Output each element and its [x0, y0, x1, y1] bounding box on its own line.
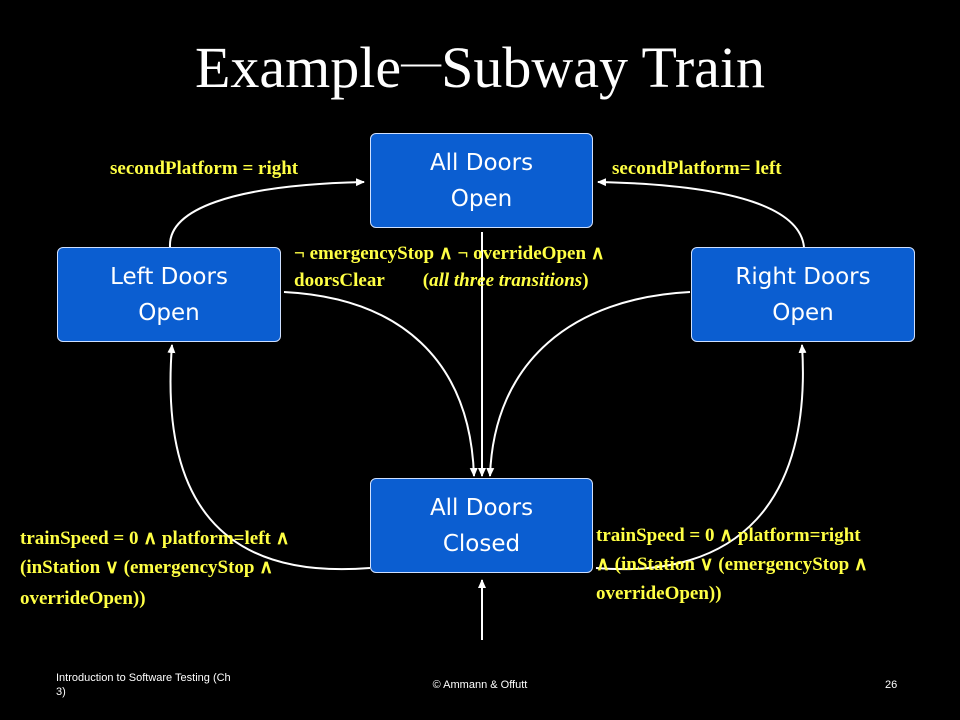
label-second-platform-left: secondPlatform= left [612, 158, 782, 179]
state-label-line1: All Doors [429, 494, 534, 521]
close-guard-paren-close: ) [582, 270, 589, 291]
slide-title: Example—Subway Train [0, 22, 960, 108]
label-close-guard-line1: ¬ emergencyStop ∧ ¬ overrideOpen ∧ [294, 243, 605, 264]
close-guard-doors-clear: doorsClear [294, 270, 385, 291]
label-second-platform-right: secondPlatform = right [110, 158, 299, 179]
footer-page-number: 26 [885, 679, 898, 691]
state-label-line1: Right Doors [735, 263, 871, 290]
arrow-right-to-closed [486, 291, 691, 477]
title-left: Example [194, 35, 402, 100]
footer-course: Introduction to Software Testing (Ch 3) [56, 671, 231, 699]
close-guard-note: all three transitions [429, 270, 583, 291]
arrow-left-to-closed [283, 291, 478, 477]
arrow-closed-to-right [595, 344, 807, 571]
footer-copyright: © Ammann & Offutt [432, 679, 528, 691]
state-label-line2: Open [772, 299, 834, 326]
title-right: Subway Train [441, 35, 766, 100]
state-label-line1: All Doors [429, 149, 534, 176]
state-label-line2: Closed [442, 530, 521, 557]
label-open-left-line3: overrideOpen)) [20, 588, 146, 609]
arrow-left-to-all-open [168, 178, 365, 248]
label-open-right-line3: overrideOpen)) [596, 583, 722, 604]
label-open-left-line1: trainSpeed = 0 ∧ platform=left ∧ [20, 528, 290, 549]
footer-course-line2: 3) [56, 686, 66, 698]
state-label-line2: Open [138, 299, 200, 326]
label-open-right-line1: trainSpeed = 0 ∧ platform=right [596, 525, 861, 546]
label-close-guard-line2: doorsClear (all three transitions) [294, 268, 589, 294]
close-guard-paren-open: ( [422, 270, 430, 291]
state-label-line2: Open [450, 185, 513, 212]
state-label-line1: Left Doors [110, 263, 228, 290]
arrow-closed-to-left [167, 344, 371, 571]
label-open-left-line2: (inStation ∨ (emergencyStop ∧ [20, 557, 274, 578]
footer-course-line1: Introduction to Software Testing (Ch [56, 672, 231, 684]
label-open-right-line2: ∧ (inStation ∨ (emergencyStop ∧ [596, 554, 868, 575]
title-dash: — [401, 39, 442, 84]
arrow-right-to-all-open [597, 178, 805, 248]
